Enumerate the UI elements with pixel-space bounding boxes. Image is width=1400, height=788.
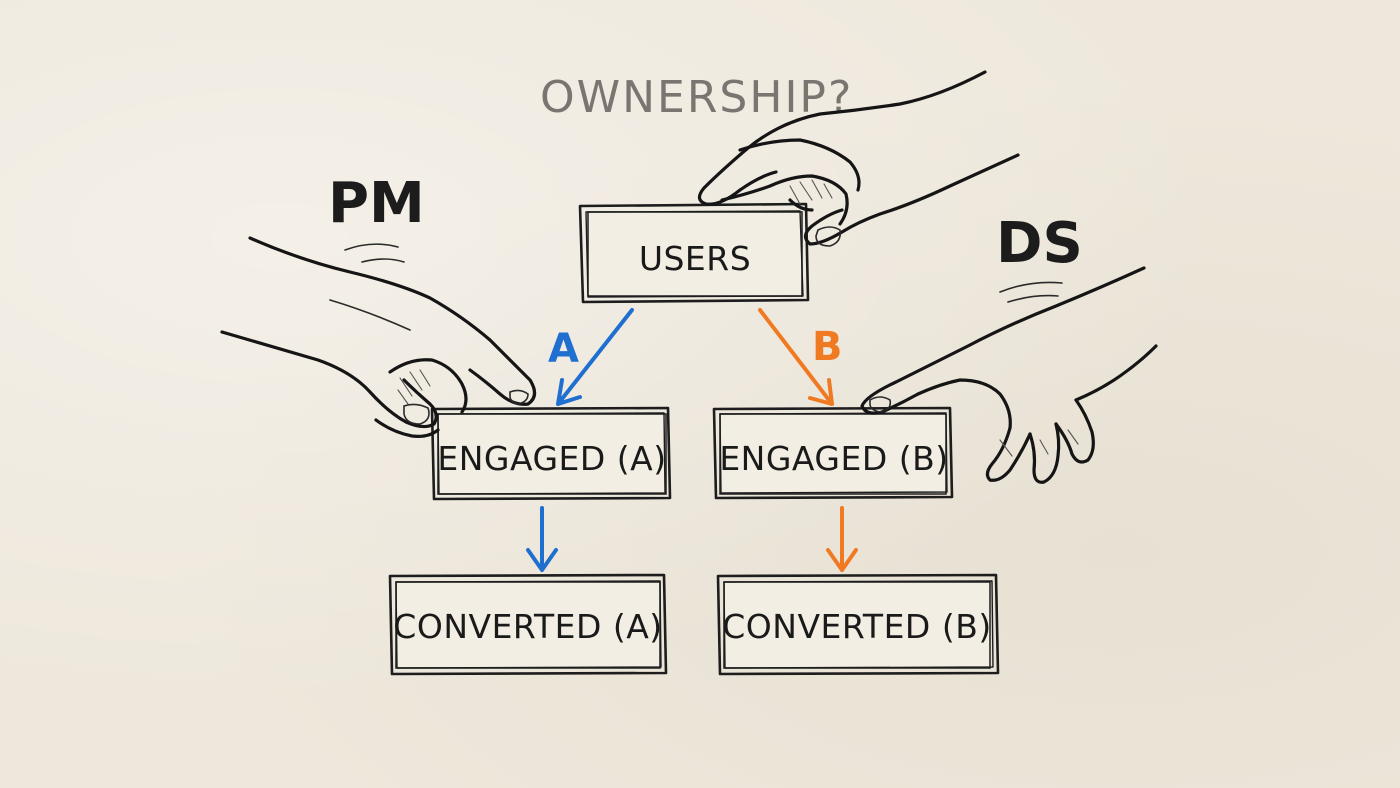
converted-b-node-label: CONVERTED (B)	[722, 607, 991, 646]
converted-a-node: CONVERTED (A)	[388, 573, 668, 676]
pm-hand	[220, 236, 537, 438]
ds-motion-marks	[999, 281, 1063, 303]
arrow-users-to-engaged-b	[758, 308, 834, 406]
users-node: USERS	[578, 202, 810, 304]
ds-role-label: DS	[996, 211, 1083, 276]
converted-a-node-label: CONVERTED (A)	[393, 607, 662, 646]
converted-b-node: CONVERTED (B)	[716, 573, 1000, 676]
pm-role-label: PM	[328, 171, 425, 236]
engaged-a-node: ENGAGED (A)	[430, 406, 672, 501]
users-node-label: USERS	[639, 239, 751, 278]
ds-hand	[860, 266, 1158, 484]
engaged-b-node: ENGAGED (B)	[712, 406, 954, 500]
pm-motion-marks	[344, 243, 405, 263]
ownership-question-label: OWNERSHIP?	[540, 72, 853, 123]
engaged-b-node-label: ENGAGED (B)	[719, 439, 948, 478]
arrow-users-to-engaged-a	[556, 308, 634, 406]
arrow-engaged-a-to-converted-a	[526, 506, 558, 572]
top-hand	[697, 70, 1020, 247]
path-b-label: B	[812, 324, 843, 370]
engaged-a-node-label: ENGAGED (A)	[437, 439, 666, 478]
path-a-label: A	[548, 326, 579, 372]
arrow-engaged-b-to-converted-b	[826, 506, 858, 572]
